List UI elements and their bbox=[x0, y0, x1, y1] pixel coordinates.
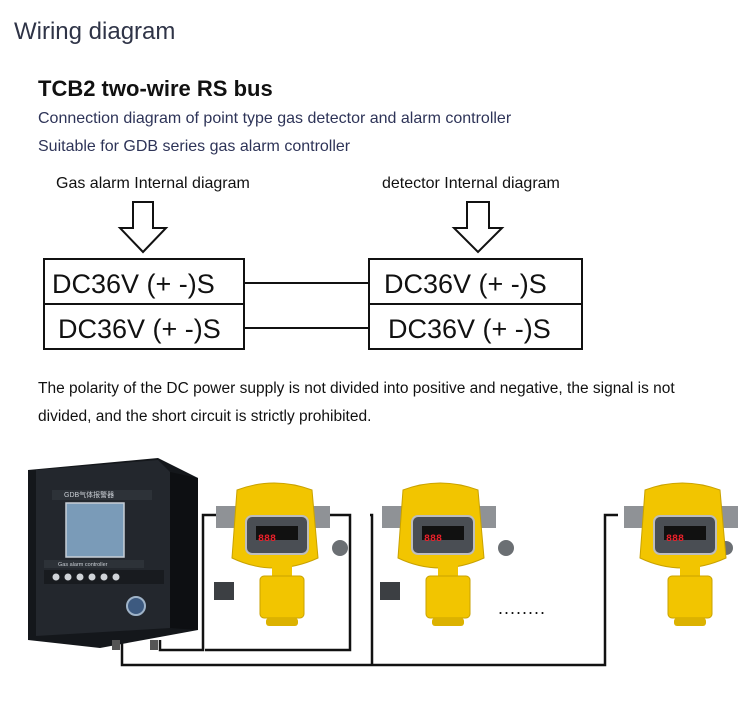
alarm-terminal-bottom: DC36V (+ -)S bbox=[58, 314, 221, 344]
controller-panel-label: Gas alarm controller bbox=[58, 562, 108, 568]
detector-2-display: 888 bbox=[424, 534, 442, 545]
controller-brand: GDB气体报警器 bbox=[64, 490, 114, 499]
gas-detector-1 bbox=[214, 482, 348, 626]
gas-detector-3 bbox=[624, 482, 738, 626]
section-title: Wiring diagram bbox=[14, 18, 176, 45]
alarm-terminal-block bbox=[43, 258, 245, 350]
down-arrow-icon-right bbox=[451, 201, 505, 254]
lock-icon bbox=[126, 596, 146, 616]
down-arrow-icon-left bbox=[117, 201, 169, 254]
detector-3-display: 888 bbox=[666, 534, 684, 545]
main-title: TCB2 two-wire RS bus bbox=[38, 76, 273, 101]
detector-diagram-label: detector Internal diagram bbox=[382, 175, 560, 192]
subtitle-2: Suitable for GDB series gas alarm contro… bbox=[38, 138, 351, 155]
polarity-note: The polarity of the DC power supply is n… bbox=[38, 380, 675, 425]
detector-terminal-block bbox=[368, 258, 583, 350]
gas-detector-2 bbox=[380, 482, 514, 626]
detector-terminal-top: DC36V (+ -)S bbox=[384, 269, 547, 299]
detector-1-display: 888 bbox=[258, 534, 276, 545]
detector-terminal-bottom: DC36V (+ -)S bbox=[388, 314, 551, 344]
controller-screen bbox=[65, 502, 125, 558]
alarm-terminal-top: DC36V (+ -)S bbox=[52, 269, 215, 299]
subtitle-1: Connection diagram of point type gas det… bbox=[38, 110, 512, 127]
controller-cabinet bbox=[28, 458, 198, 650]
alarm-diagram-label: Gas alarm Internal diagram bbox=[56, 175, 250, 192]
more-detectors-ellipsis: ........ bbox=[498, 598, 547, 618]
